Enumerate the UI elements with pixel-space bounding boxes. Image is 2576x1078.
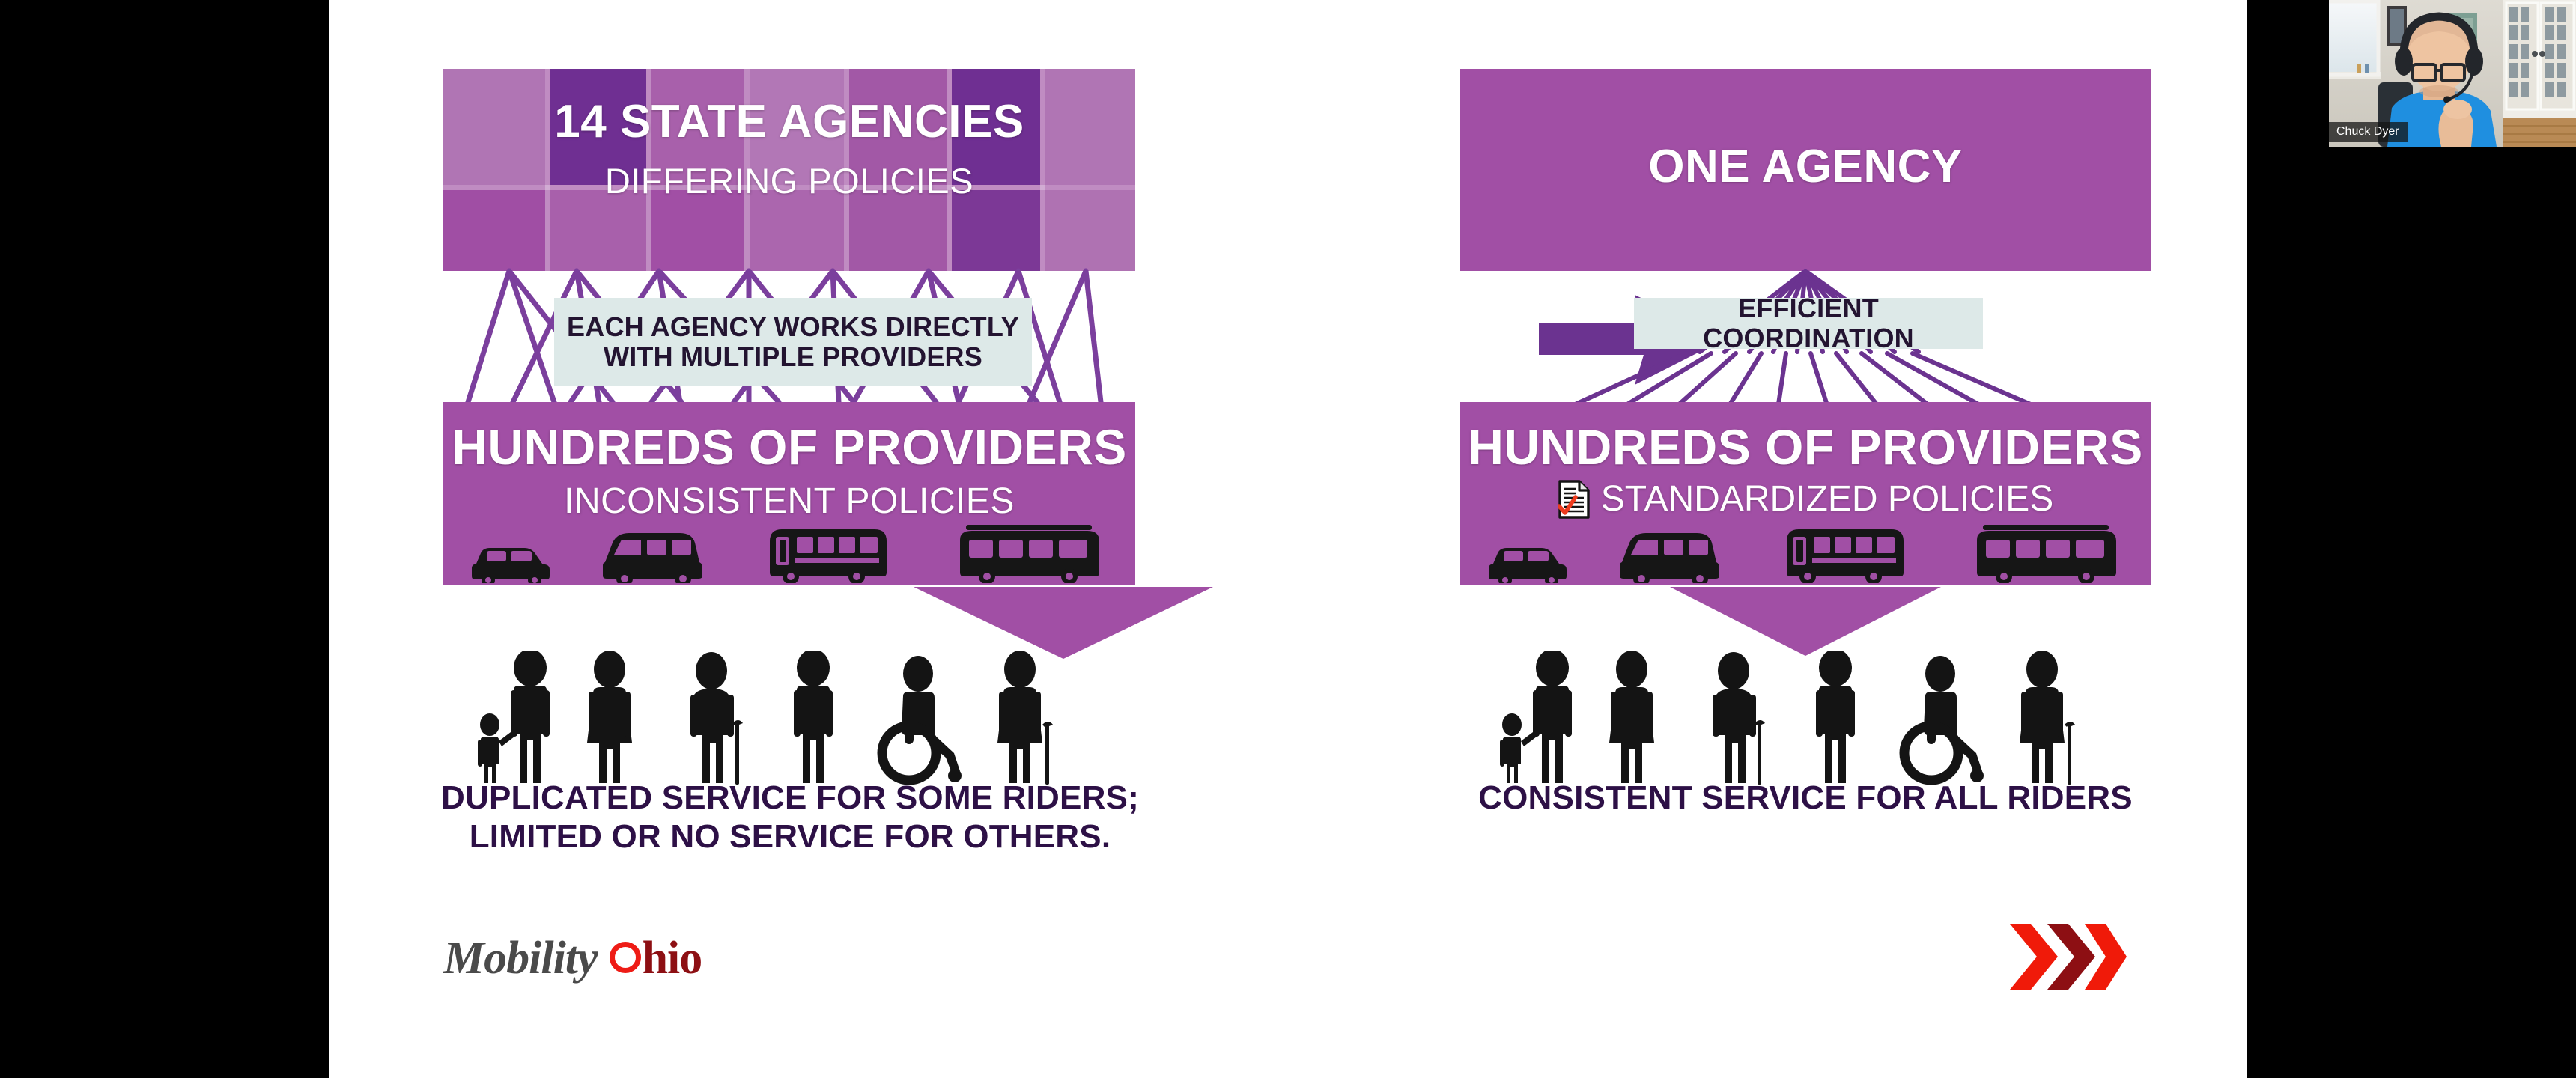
grid-line <box>646 69 651 271</box>
left-providers-subtitle: INCONSISTENT POLICIES <box>564 481 1015 521</box>
right-callout-line1: EFFICIENT COORDINATION <box>1703 292 1914 353</box>
logo-word-hio: hio <box>642 933 703 984</box>
woman-with-cane-icon <box>997 651 1053 785</box>
car-icon <box>1489 548 1567 583</box>
left-top-title: 14 STATE AGENCIES <box>554 96 1024 147</box>
right-providers-title: HUNDREDS OF PROVIDERS <box>1468 419 2143 475</box>
adult-with-child-icon <box>1500 651 1572 783</box>
grid-line <box>744 69 750 271</box>
logo-word-mobility: Mobility <box>443 933 598 984</box>
grid-tile <box>750 69 844 185</box>
man-icon <box>1816 651 1855 783</box>
person-with-cane-icon <box>690 652 743 785</box>
shuttle-bus-icon <box>960 525 1099 583</box>
left-caption: DUPLICATED SERVICE FOR SOME RIDERS; LIMI… <box>427 779 1153 856</box>
right-top-title: ONE AGENCY <box>1648 141 1963 192</box>
adult-with-child-icon <box>478 651 550 783</box>
school-bus-icon <box>770 529 887 583</box>
man-icon <box>794 651 833 783</box>
grid-line <box>1040 69 1045 271</box>
grid-tile <box>952 190 1040 271</box>
grid-tile <box>651 69 744 185</box>
woman-icon <box>1609 651 1654 783</box>
grid-tile <box>849 69 947 185</box>
participant-video-tile[interactable]: Chuck Dyer <box>2329 0 2576 147</box>
grid-tile <box>550 190 646 271</box>
grid-tile <box>651 190 744 271</box>
logo-o-circle-icon <box>609 942 641 973</box>
shuttle-bus-icon <box>1977 525 2116 583</box>
left-callout-line2: WITH MULTIPLE PROVIDERS <box>604 341 982 372</box>
grid-tile <box>750 190 844 271</box>
right-providers-subtitle-row: STANDARDIZED POLICIES <box>1460 478 2151 520</box>
grid-tile <box>849 190 947 271</box>
van-icon <box>1620 533 1719 583</box>
document-check-icon <box>1557 479 1590 519</box>
grid-line <box>443 185 1135 190</box>
grid-line <box>947 69 952 271</box>
grid-tile <box>443 69 545 185</box>
school-bus-icon <box>1787 529 1904 583</box>
left-top-box: 14 STATE AGENCIES DIFFERING POLICIES <box>443 69 1135 271</box>
grid-tile <box>1045 69 1135 185</box>
left-caption-line2: LIMITED OR NO SERVICE FOR OTHERS. <box>469 817 1111 855</box>
mobility-ohio-logo: Mobility hio <box>443 932 702 984</box>
left-caption-line1: DUPLICATED SERVICE FOR SOME RIDERS; <box>441 779 1139 816</box>
grid-tile <box>952 69 1040 185</box>
triple-chevron-icon <box>2010 924 2127 990</box>
left-callout-line1: EACH AGENCY WORKS DIRECTLY <box>567 311 1019 342</box>
right-providers-box: HUNDREDS OF PROVIDERS <box>1460 402 2151 585</box>
left-people-row <box>478 651 1053 785</box>
left-down-arrow <box>914 587 1213 659</box>
woman-icon <box>587 651 632 783</box>
car-icon <box>472 548 550 583</box>
right-people-row <box>1500 651 2075 785</box>
left-providers-title: HUNDREDS OF PROVIDERS <box>452 419 1127 475</box>
woman-with-cane-icon <box>2020 651 2075 785</box>
right-down-arrow <box>1670 587 1941 656</box>
grid-tile <box>443 190 545 271</box>
left-vehicle-row <box>472 525 1099 583</box>
participant-name-label: Chuck Dyer <box>2329 122 2408 142</box>
wheelchair-user-icon <box>877 656 962 785</box>
person-with-cane-icon <box>1713 652 1765 785</box>
right-caption-line1: CONSISTENT SERVICE FOR ALL RIDERS <box>1478 779 2133 816</box>
grid-tile <box>1045 190 1135 271</box>
right-callout-box: EFFICIENT COORDINATION <box>1634 293 1983 353</box>
grid-line <box>844 69 849 271</box>
right-providers-subtitle: STANDARDIZED POLICIES <box>1600 479 2054 519</box>
grid-tile <box>550 69 646 185</box>
grid-line <box>545 69 550 271</box>
left-callout-box: EACH AGENCY WORKS DIRECTLY WITH MULTIPLE… <box>554 298 1032 386</box>
left-providers-box: HUNDREDS OF PROVIDERS INCONSISTENT POLIC… <box>443 402 1135 585</box>
left-top-subtitle: DIFFERING POLICIES <box>604 161 974 201</box>
right-vehicle-row <box>1489 525 2116 583</box>
van-icon <box>603 533 702 583</box>
wheelchair-user-icon <box>1899 656 1984 785</box>
right-top-box: ONE AGENCY <box>1460 69 2151 271</box>
presentation-slide: 14 STATE AGENCIES DIFFERING POLICIES <box>329 0 2247 1078</box>
right-caption: CONSISTENT SERVICE FOR ALL RIDERS <box>1445 779 2166 817</box>
